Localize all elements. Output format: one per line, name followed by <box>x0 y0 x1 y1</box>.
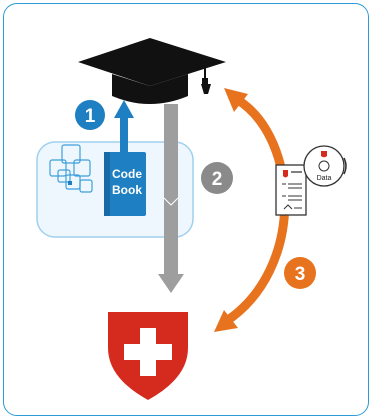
codebook-line2: Book <box>112 183 142 197</box>
disk-label: Data <box>317 175 332 182</box>
document-icon <box>275 164 307 216</box>
network-squares-icon <box>49 144 93 193</box>
data-disk-icon: Data <box>303 145 347 187</box>
swiss-shield-icon <box>108 312 188 400</box>
step-3-badge: 3 <box>284 257 316 289</box>
step-1-badge: 1 <box>75 100 105 130</box>
graduation-cap-icon <box>78 38 226 104</box>
step-2-number: 2 <box>212 169 223 190</box>
step-1-number: 1 <box>85 106 96 127</box>
code-book-icon: Code Book <box>104 152 146 216</box>
codebook-line1: Code <box>112 167 142 181</box>
step-3-number: 3 <box>295 264 306 285</box>
orange-curved-arrow <box>214 88 290 332</box>
step-2-badge: 2 <box>201 162 233 194</box>
blue-up-arrow <box>114 100 134 152</box>
gray-down-arrow <box>158 104 184 293</box>
